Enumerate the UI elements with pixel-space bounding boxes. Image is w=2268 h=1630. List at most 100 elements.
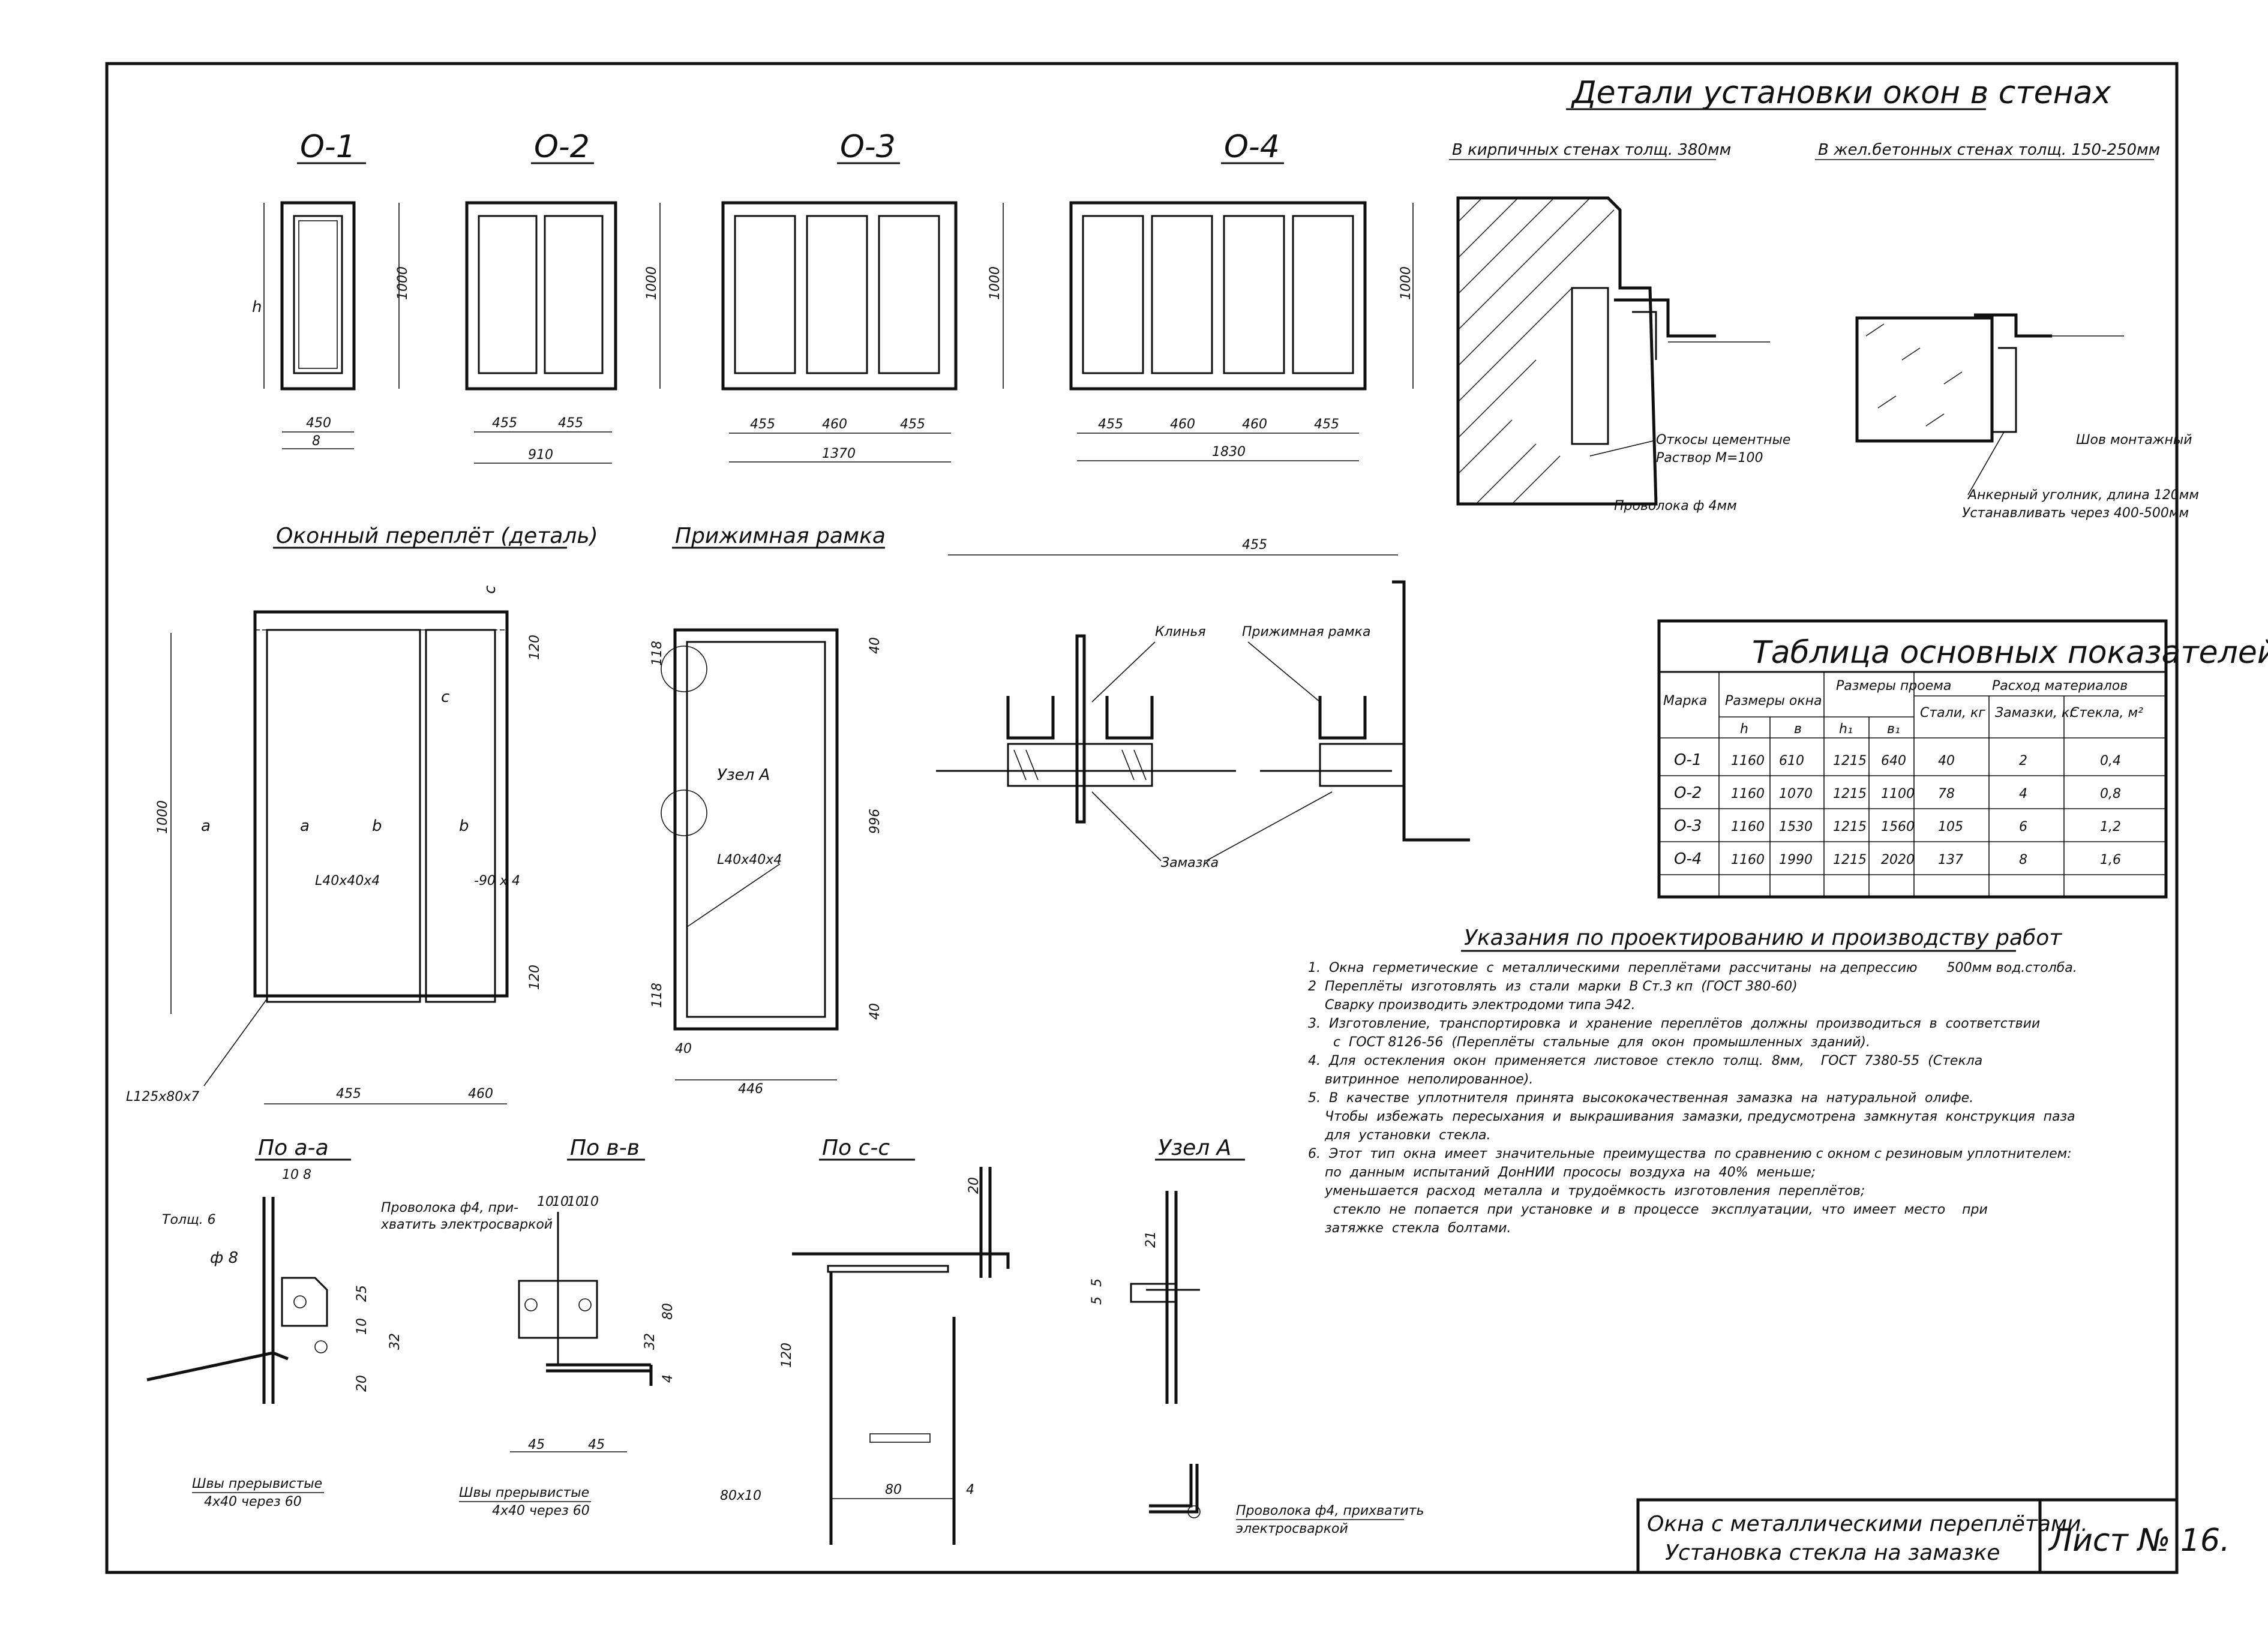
- aa-seams: Швы прерывистые: [192, 1476, 322, 1491]
- frame-label-40-top: 40: [868, 637, 883, 654]
- frame-label-996: 996: [868, 809, 883, 834]
- concrete-label-anchor: Анкерный уголник, длина 120мм: [1967, 488, 2199, 503]
- width-dimension-3: 460: [1242, 417, 1267, 432]
- clamp-label-wedges: Клинья: [1155, 625, 1206, 640]
- table-cell: 1530: [1779, 819, 1813, 834]
- table-cell: 1160: [1731, 819, 1765, 834]
- aa-10b: 10: [355, 1318, 370, 1335]
- table-cell: 0,8: [2100, 787, 2121, 802]
- sash-label-angle: L40x40x4: [315, 873, 380, 888]
- node-a-wire: Проволока ф4, прихватить: [1236, 1503, 1424, 1518]
- notes: Указания по проектированию и производств…: [1308, 926, 2077, 1236]
- table-cell: 610: [1779, 754, 1804, 769]
- table-cell: 2: [2019, 754, 2027, 769]
- sash-label-460: 460: [468, 1086, 493, 1101]
- aa-weld: хватить электросваркой: [380, 1217, 553, 1232]
- window-mark: О-3: [840, 129, 896, 165]
- width-dimension-1: 455: [492, 416, 517, 431]
- title-stamp: Окна с металлическими переплётами. Устан…: [1636, 1498, 2230, 1574]
- frame-label-446: 446: [738, 1082, 763, 1097]
- col-putty: Замазки, кг: [1995, 706, 2077, 721]
- total-width: 1830: [1212, 445, 1246, 460]
- col-glass: Стекла, м²: [2070, 706, 2143, 721]
- col-mark: Марка: [1663, 694, 1707, 709]
- table-cell: 137: [1938, 852, 1963, 867]
- aa-diameter: ф 8: [210, 1249, 238, 1267]
- indicators-table: Таблица основных показателей Размеры окн…: [1657, 619, 2268, 899]
- bb-seams-pitch: 4х40 через 60: [492, 1503, 590, 1518]
- aa-20: 20: [355, 1375, 370, 1392]
- table-cell: 78: [1938, 787, 1955, 802]
- window-mark: О-1: [300, 129, 356, 165]
- bb-32: 32: [643, 1333, 658, 1350]
- table-cell: 0,4: [2100, 754, 2121, 769]
- table-cell: 8: [2019, 852, 2027, 867]
- height-label: h: [252, 298, 262, 316]
- table-cell: 105: [1938, 819, 1963, 834]
- node-a-weld: электросваркой: [1236, 1521, 1348, 1536]
- col-h: h: [1740, 722, 1748, 737]
- sash-label-c-mid: c: [441, 688, 449, 706]
- section-cc-title: По с-с: [822, 1136, 890, 1160]
- sash-label-outer-angle: L125x80x7: [126, 1089, 199, 1104]
- clamp-detail: 455 Клинья Прижимная рамка Замазка: [936, 538, 1470, 870]
- bb-10a: 10: [537, 1194, 554, 1209]
- aa-8: 8: [303, 1167, 311, 1182]
- section-bb-title: По в-в: [570, 1136, 640, 1160]
- table-cell: 1,2: [2100, 819, 2121, 834]
- brick-label-slopes: Откосы цементные: [1656, 433, 1790, 448]
- note-line: 4. Для остекления окон применяется листо…: [1308, 1053, 1982, 1068]
- details-title: Детали установки окон в стенах: [1571, 75, 2112, 111]
- concrete-wall-detail: Шов монтажный Анкерный уголник, длина 12…: [1855, 313, 2199, 521]
- sash-label-120-bottom: 120: [527, 965, 542, 990]
- note-line: 6. Этот тип окна имеет значительные преи…: [1308, 1146, 2072, 1161]
- width-dimension-3: 455: [900, 417, 925, 432]
- brick-label-mortar: Раствор М=100: [1656, 451, 1763, 466]
- width-dimension-2: 460: [822, 417, 847, 432]
- sash-detail: Оконный переплёт (деталь) c 120 1000 a a…: [126, 524, 598, 1104]
- aa-25: 25: [355, 1285, 370, 1302]
- table-cell: О-2: [1674, 784, 1702, 802]
- width-dimension-2: 460: [1170, 417, 1195, 432]
- node-a-5a: 5: [1090, 1278, 1105, 1287]
- aa-10: 10: [282, 1167, 299, 1182]
- group-window-size: Размеры окна: [1725, 694, 1822, 709]
- frame-label-40-left: 40: [675, 1041, 692, 1056]
- notes-title: Указания по проектированию и производств…: [1464, 926, 2062, 950]
- window-o2: О-2 1000 455 455 910: [465, 129, 661, 464]
- sash-label-b-right: b: [459, 817, 469, 835]
- table-cell: 1160: [1731, 754, 1765, 769]
- cc-4: 4: [966, 1482, 974, 1497]
- frame-label-118-bottom: 118: [650, 983, 665, 1008]
- width-dimension-4: 455: [1314, 417, 1339, 432]
- section-cc: По с-с 20 120 80х10 80 4: [720, 1136, 1010, 1545]
- table-cell: 1,6: [2100, 852, 2121, 867]
- note-line: уменьшается расход металла и трудоёмкост…: [1308, 1184, 1865, 1199]
- note-line: 1. Окна герметические с металлическими п…: [1308, 960, 2077, 975]
- height-dimension: 1000: [644, 266, 659, 300]
- total-width: 8: [312, 434, 320, 449]
- clamp-label-putty: Замазка: [1161, 855, 1219, 870]
- note-line: по данным испытаний ДонНИИ прососы возду…: [1308, 1165, 1816, 1180]
- concrete-wall-caption: В жел.бетонных стенах толщ. 150-250мм: [1818, 141, 2160, 159]
- sash-label-c-top: c: [481, 586, 499, 594]
- total-width: 1370: [822, 446, 856, 461]
- frame-label-118-top: 118: [650, 641, 665, 666]
- table-cell: 2020: [1881, 852, 1915, 867]
- table-cell: 640: [1881, 754, 1906, 769]
- cc-80: 80: [885, 1482, 902, 1497]
- width-dimension: 450: [306, 416, 331, 431]
- note-line: с ГОСТ 8126-56 (Переплёты стальные для о…: [1308, 1035, 1870, 1050]
- bb-45b: 45: [588, 1437, 605, 1452]
- node-a-21: 21: [1144, 1231, 1159, 1248]
- frame-label-40-right: 40: [868, 1003, 883, 1020]
- sash-label-1000: 1000: [155, 800, 170, 834]
- brick-wall-detail: Откосы цементные Раствор М=100 Проволока…: [1456, 196, 1790, 514]
- window-o1: О-1 h 1000 450 8: [252, 129, 410, 449]
- note-line: 5. В качестве уплотнителя принята высоко…: [1308, 1091, 1973, 1106]
- table-cell: 1160: [1731, 852, 1765, 867]
- height-dimension: 1000: [1399, 266, 1414, 300]
- group-opening-size: Размеры проема: [1836, 679, 1951, 694]
- node-a-title: Узел А: [1158, 1136, 1231, 1160]
